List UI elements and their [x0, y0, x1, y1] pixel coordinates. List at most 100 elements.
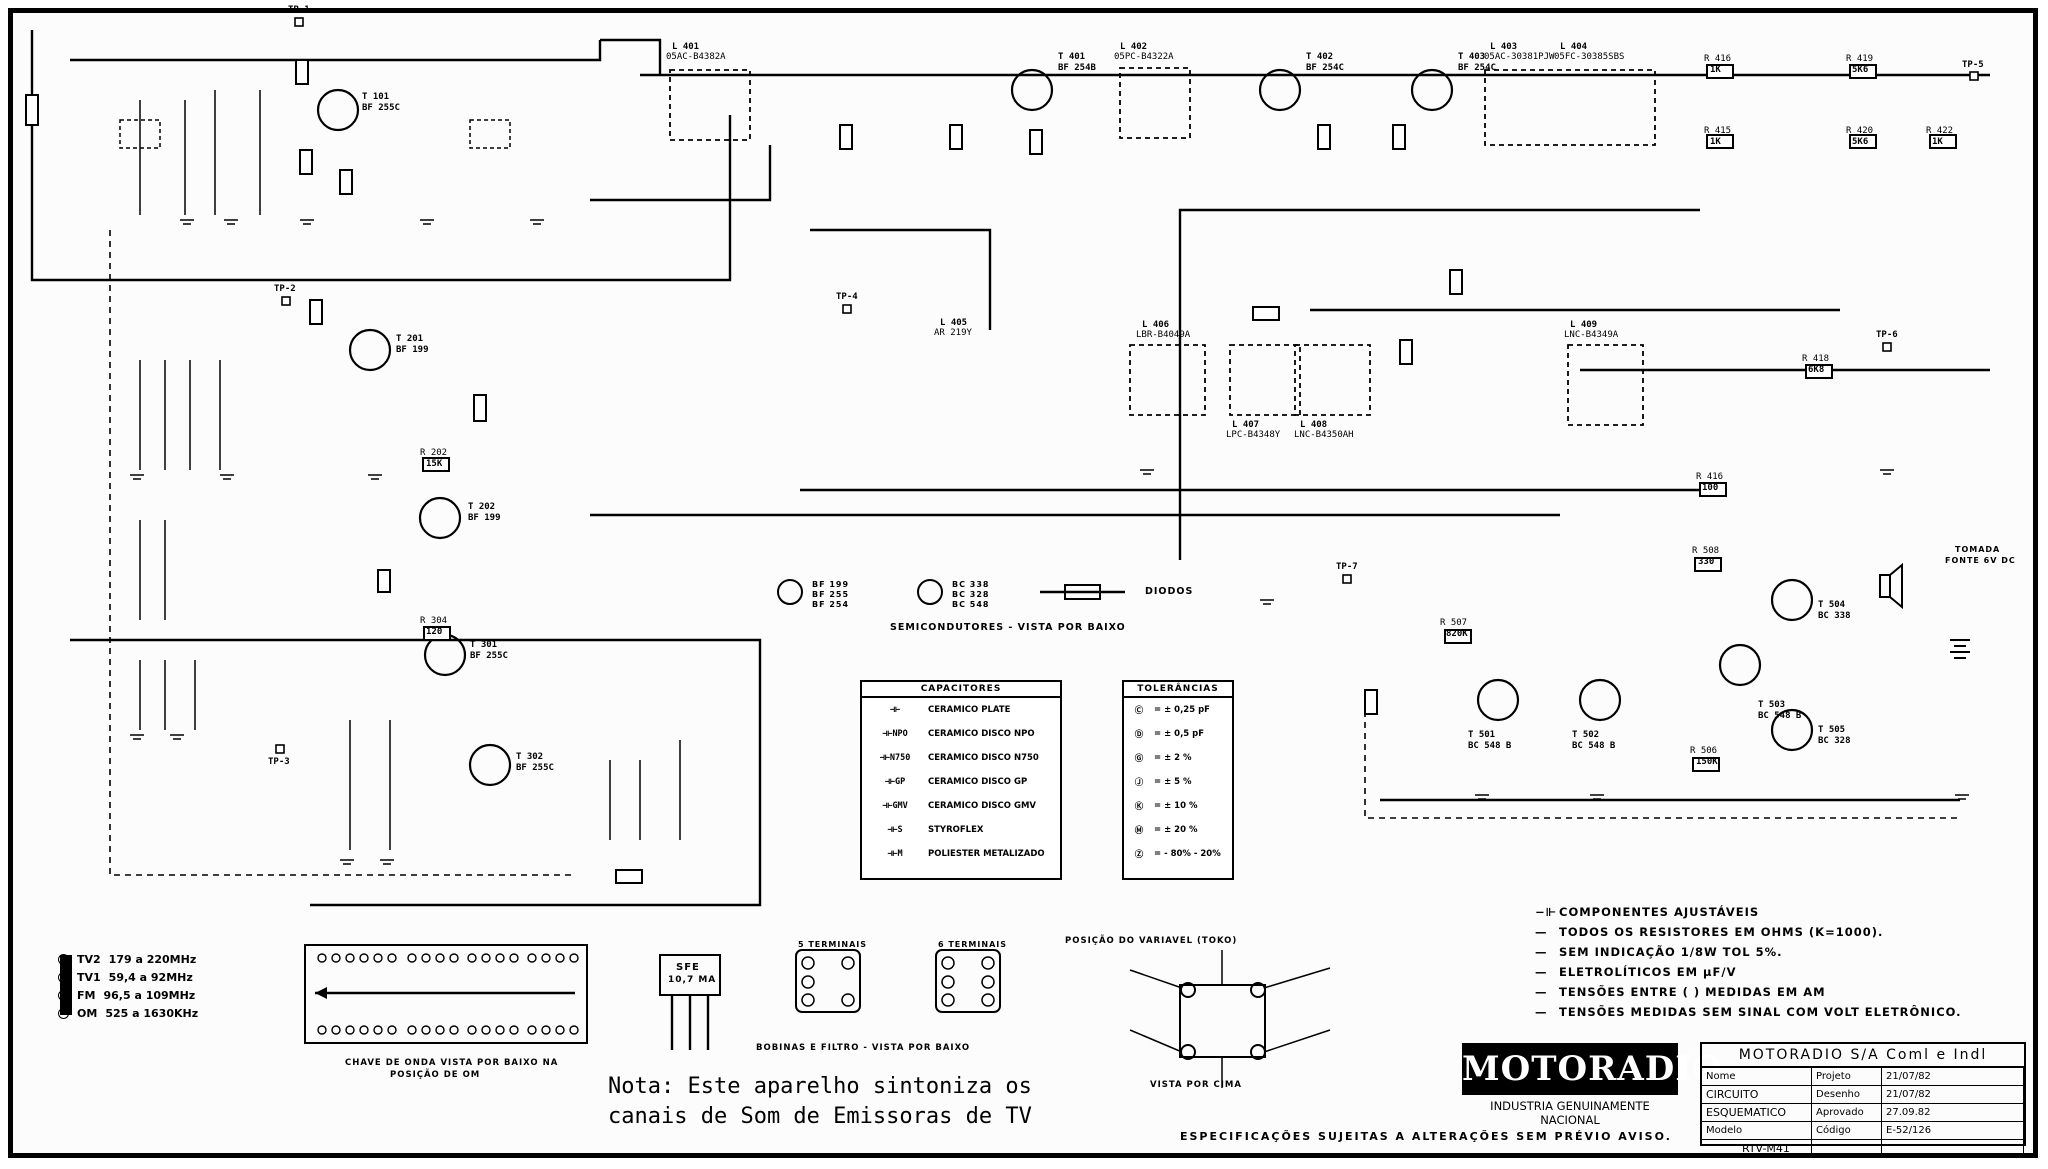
table-row: ⊣⊢NPO CERAMICO DISCO NPO	[862, 722, 1060, 746]
transistor-type-label: BF 254C	[1306, 63, 1344, 73]
note-item: −⊩COMPONENTES AJUSTÁVEIS	[1535, 905, 1962, 925]
semi-label: BF 255	[812, 590, 850, 599]
projeto-label: Projeto	[1812, 1068, 1882, 1086]
note-item: —TENSÕES ENTRE ( ) MEDIDAS EM AM	[1535, 985, 1962, 1005]
coil-ref-label: L 403	[1490, 42, 1518, 52]
semis-group1: BF 199 BF 255 BF 254	[812, 580, 849, 610]
tol-symbol: Ⓙ	[1134, 778, 1144, 788]
test-point-label: TP-6	[1876, 330, 1898, 340]
semi-label: BC 548	[952, 600, 990, 609]
desenho-label: Desenho	[1812, 1086, 1882, 1104]
sfe-model: 10,7 MA	[668, 975, 717, 985]
note-item: —SEM INDICAÇÃO 1/8W TOL 5%.	[1535, 945, 1962, 965]
resistor-value-label: 15K	[426, 459, 443, 469]
transistor-type-label: BC 328	[1818, 736, 1851, 746]
specs-notice: ESPECIFICAÇÕES SUJEITAS A ALTERAÇÕES SEM…	[1180, 1130, 1672, 1143]
transistor-type-label: BC 338	[1818, 611, 1851, 621]
coil-type-label: 05AC-B4382A	[666, 52, 726, 62]
semi-label: BF 254	[812, 600, 850, 609]
cap-label: POLIESTER METALIZADO	[928, 849, 1045, 859]
note-marker: —	[1535, 965, 1548, 979]
semis-group2: BC 338 BC 328 BC 548	[952, 580, 989, 610]
fonte-caption: FONTE 6V DC	[1945, 556, 2016, 565]
cap-symbol: ⊣⊢GMV	[882, 801, 908, 811]
resistor-value-label: 1K	[1932, 137, 1943, 147]
transistor-ref-label: T 502	[1572, 730, 1600, 740]
transistor-type-label: BF 255C	[362, 103, 400, 113]
tol-symbol: Ⓒ	[1134, 706, 1144, 716]
semi-label: BC 328	[952, 590, 990, 599]
transistor-ref-label: T 202	[468, 502, 496, 512]
transistor-ref-label: T 503	[1758, 700, 1786, 710]
band-item: TV1 59,4 a 92MHz	[58, 968, 198, 986]
band-name: OM	[77, 1006, 98, 1020]
transistor-ref-label: T 301	[470, 640, 498, 650]
resistor-ref-label: R 507	[1440, 618, 1468, 628]
band-range: 59,4 a 92MHz	[108, 970, 193, 984]
coil-ref-label: L 401	[672, 42, 700, 52]
transistor-ref-label: T 505	[1818, 725, 1846, 735]
component-notes: −⊩COMPONENTES AJUSTÁVEIS —TODOS OS RESIS…	[1535, 905, 1962, 1025]
semiconductors-caption: SEMICONDUTORES - VISTA POR BAIXO	[890, 622, 1126, 633]
table-row: Ⓒ = ± 0,25 pF	[1124, 698, 1232, 722]
tol-label: = ± 0,5 pF	[1154, 729, 1205, 739]
cap-label: CERAMICO PLATE	[928, 705, 1011, 715]
speaker-icon	[1879, 562, 1903, 610]
cap-label: CERAMICO DISCO N750	[928, 753, 1039, 763]
table-row: Ⓖ= ± 2 %	[1124, 746, 1232, 770]
cap-label: CERAMICO DISCO GP	[928, 777, 1028, 787]
band-dot-icon	[58, 953, 69, 965]
resistor-value-label: 5K6	[1852, 137, 1869, 147]
note-marker: —	[1535, 1005, 1548, 1019]
resistor-ref-label: R 202	[420, 448, 448, 458]
diodos-caption: DIODOS	[1145, 586, 1194, 597]
resistor-ref-label: R 418	[1802, 354, 1830, 364]
transistor-ref-label: T 403	[1458, 52, 1486, 62]
transistor-ref-label: T 504	[1818, 600, 1846, 610]
terminals5-caption: 5 TERMINAIS	[798, 940, 867, 949]
resistor-ref-label: R 420	[1846, 126, 1874, 136]
tol-label: = ± 5 %	[1154, 777, 1192, 787]
transistor-type-label: BC 548 B	[1572, 741, 1616, 751]
note-text: ELETROLÍTICOS EM µF/V	[1559, 965, 1737, 979]
transistor-type-label: BC 548 B	[1468, 741, 1512, 751]
band-item: OM 525 a 1630KHz	[58, 1004, 198, 1022]
resistor-ref-label: R 422	[1926, 126, 1954, 136]
resistor-value-label: 1K	[1710, 137, 1721, 147]
note-item: —TODOS OS RESISTORES EM OHMS (K=1000).	[1535, 925, 1962, 945]
cap-symbol: ⊣⊢S	[887, 825, 903, 835]
coils-caption: BOBINAS E FILTRO - VISTA POR BAIXO	[756, 1043, 971, 1053]
title-block: MOTORADIO S/A Coml e Indl Nome Projeto 2…	[1700, 1042, 2026, 1158]
note-item: — ELETROLÍTICOS EM µF/V	[1535, 965, 1962, 985]
tol-label: = ± 0,25 pF	[1154, 705, 1210, 715]
cap-label: CERAMICO DISCO NPO	[928, 729, 1035, 739]
tol-label: = ± 10 %	[1154, 801, 1198, 811]
sfe-label: SFE	[676, 962, 700, 973]
table-row: Ⓚ= ± 10 %	[1124, 794, 1232, 818]
tol-symbol: Ⓜ	[1134, 826, 1144, 836]
company-name: MOTORADIO S/A Coml e Indl	[1702, 1044, 2024, 1068]
codigo-label: Código	[1812, 1122, 1882, 1140]
nome-value-1: CIRCUITO	[1702, 1086, 1812, 1104]
band-dot-icon	[58, 971, 69, 983]
note-text: TENSÕES ENTRE ( ) MEDIDAS EM AM	[1559, 985, 1826, 999]
resistor-value-label: 150K	[1696, 757, 1718, 767]
resistor-ref-label: R 304	[420, 616, 448, 626]
brand-logo: MOTORADIO INDUSTRIA GENUINAMENTE NACIONA…	[1462, 1043, 1722, 1133]
band-name: TV1	[77, 970, 101, 984]
tol-symbol: Ⓩ	[1134, 850, 1144, 860]
test-point-label: TP-1	[288, 5, 310, 15]
test-point-label: TP-7	[1336, 562, 1358, 572]
cap-symbol: ⊣⊢NPO	[882, 729, 908, 739]
coil-ref-label: L 406	[1142, 320, 1170, 330]
tol-label: = ± 20 %	[1154, 825, 1198, 835]
tol-label: = - 80% - 20%	[1154, 849, 1221, 859]
band-range: 525 a 1630KHz	[105, 1006, 199, 1020]
coil-ref-label: L 409	[1570, 320, 1598, 330]
battery-icon	[1950, 639, 1970, 659]
vista-cima-caption: VISTA POR CIMA	[1150, 1080, 1242, 1090]
